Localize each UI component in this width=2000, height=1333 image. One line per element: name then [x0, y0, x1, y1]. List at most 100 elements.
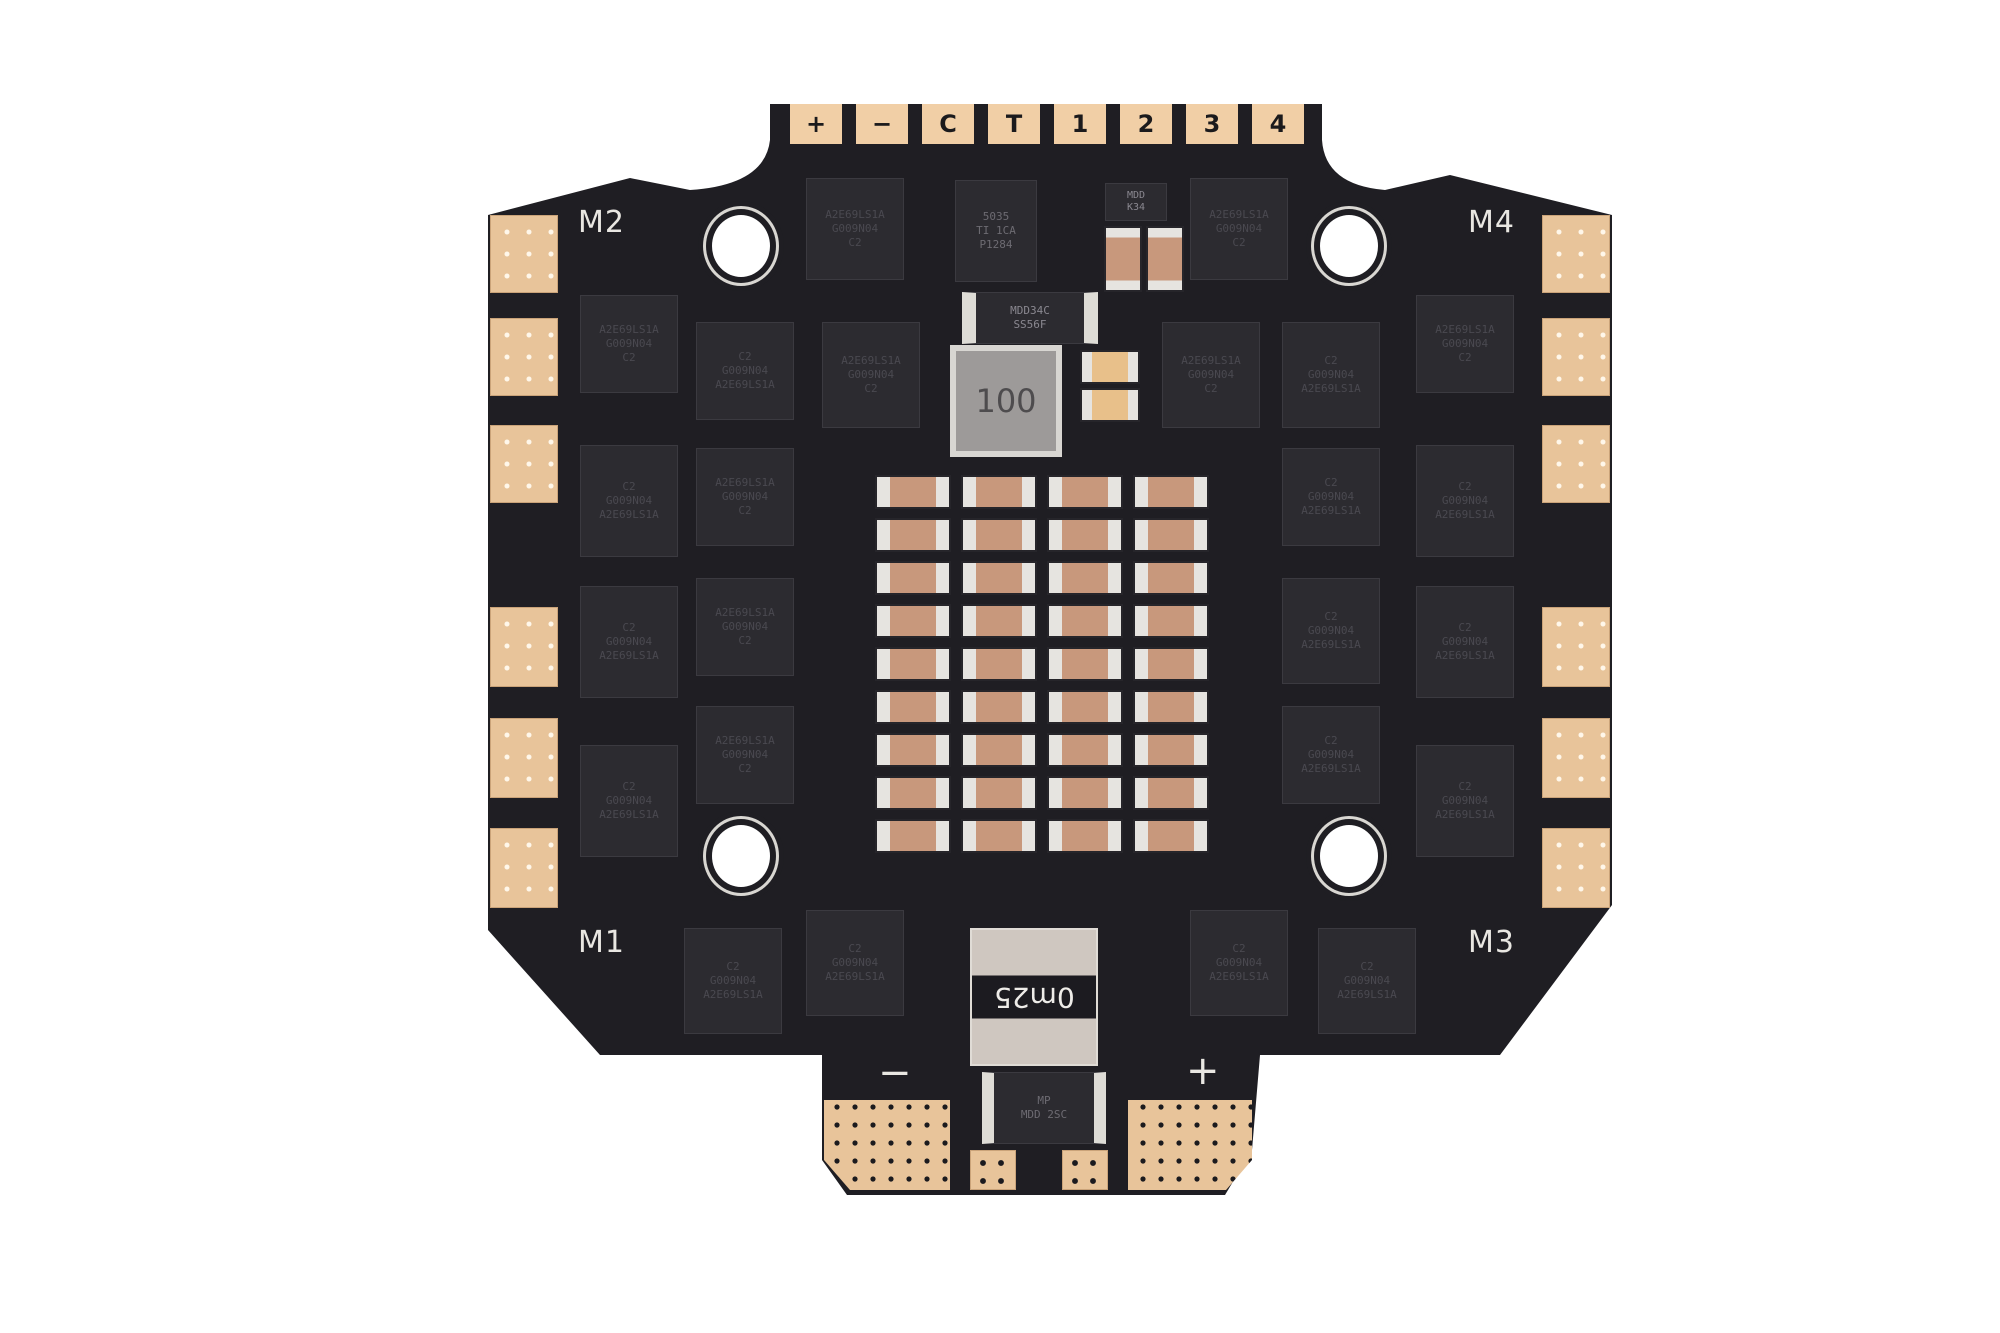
capacitor — [1047, 819, 1123, 853]
capacitor — [1133, 518, 1209, 552]
pad-signal-3: 3 — [1186, 104, 1238, 144]
motor-pad-m3-c — [1542, 828, 1610, 908]
capacitor — [1133, 561, 1209, 595]
motor-pad-m4-a — [1542, 215, 1610, 293]
capacitor — [875, 776, 951, 810]
label-positive: + — [1186, 1048, 1221, 1094]
pad-signal-4: 4 — [1252, 104, 1304, 144]
capacitor — [961, 733, 1037, 767]
capacitor — [1047, 733, 1123, 767]
capacitor — [1133, 819, 1209, 853]
motor-pad-m1-a — [490, 607, 558, 687]
capacitor — [1047, 518, 1123, 552]
capacitor — [1047, 776, 1123, 810]
top-connector: + − C T 1 2 3 4 — [790, 104, 1320, 146]
small-pad-left — [970, 1150, 1016, 1190]
capacitor — [1133, 604, 1209, 638]
motor-pad-m3-a — [1542, 607, 1610, 687]
capacitor — [1047, 690, 1123, 724]
capacitor — [1133, 733, 1209, 767]
capacitor — [1133, 475, 1209, 509]
capacitor — [1133, 690, 1209, 724]
label-m1: M1 — [578, 925, 625, 960]
pad-gnd-minus: − — [856, 104, 908, 144]
capacitor — [1133, 776, 1209, 810]
capacitor — [1047, 475, 1123, 509]
motor-pad-m2-a — [490, 215, 558, 293]
capacitor — [875, 819, 951, 853]
capacitor — [961, 561, 1037, 595]
small-pad-right — [1062, 1150, 1108, 1190]
label-m3: M3 — [1468, 925, 1515, 960]
motor-pad-m3-b — [1542, 718, 1610, 798]
current-sense-resistor: 0m25 — [970, 928, 1098, 1066]
capacitor — [875, 518, 951, 552]
capacitor — [875, 647, 951, 681]
capacitor — [1047, 561, 1123, 595]
capacitor — [961, 518, 1037, 552]
capacitor — [875, 733, 951, 767]
label-m2: M2 — [578, 205, 625, 240]
capacitor-bank — [875, 475, 1215, 865]
capacitor — [961, 475, 1037, 509]
capacitor — [1047, 647, 1123, 681]
capacitor — [875, 690, 951, 724]
motor-pad-m1-c — [490, 828, 558, 908]
motor-pad-m2-c — [490, 425, 558, 503]
pad-current: C — [922, 104, 974, 144]
capacitor — [875, 561, 951, 595]
capacitor — [1047, 604, 1123, 638]
capacitor — [875, 475, 951, 509]
inductor: 100 — [950, 345, 1062, 457]
capacitor — [961, 690, 1037, 724]
motor-pad-m1-b — [490, 718, 558, 798]
capacitor — [961, 819, 1037, 853]
motor-pad-m4-b — [1542, 318, 1610, 396]
capacitor — [1104, 226, 1142, 292]
pad-signal-2: 2 — [1120, 104, 1172, 144]
mounting-hole-bottom-left — [712, 825, 770, 887]
pad-telemetry: T — [988, 104, 1040, 144]
capacitor — [961, 647, 1037, 681]
motor-pad-m4-c — [1542, 425, 1610, 503]
capacitor — [1133, 647, 1209, 681]
mounting-hole-top-left — [712, 215, 770, 277]
mounting-hole-top-right — [1320, 215, 1378, 277]
mounting-hole-bottom-right — [1320, 825, 1378, 887]
capacitor — [1146, 226, 1184, 292]
motor-pad-m2-b — [490, 318, 558, 396]
capacitor — [961, 604, 1037, 638]
pad-signal-1: 1 — [1054, 104, 1106, 144]
label-negative: − — [878, 1050, 913, 1096]
capacitor — [1080, 350, 1140, 384]
capacitor — [875, 604, 951, 638]
